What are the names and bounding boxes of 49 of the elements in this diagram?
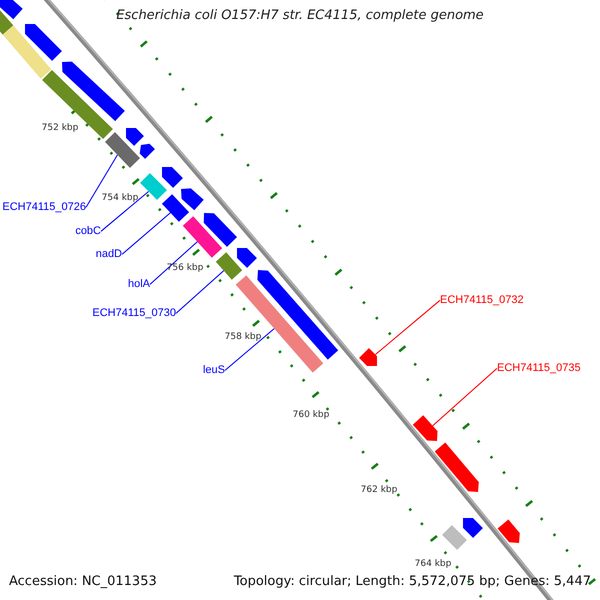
gene-label: leuS xyxy=(202,364,225,377)
title: Escherichia coli O157:H7 str. EC4115, complete genome xyxy=(116,9,484,24)
gene-block xyxy=(162,167,183,188)
gene-bar xyxy=(162,194,190,222)
scale-label: 760 kbp xyxy=(292,410,330,420)
gene-label: cobC xyxy=(75,225,101,238)
gene-label: ECH74115_0726 xyxy=(2,201,86,214)
scale-label: 754 kbp xyxy=(102,192,138,204)
leader-line xyxy=(432,368,498,426)
gene-bar xyxy=(182,216,222,258)
gene-bar xyxy=(105,132,140,168)
leader-line xyxy=(224,328,275,371)
gene-block xyxy=(0,0,23,20)
gene-block xyxy=(62,62,125,122)
genome-info-text: Topology: circular; Length: 5,572,075 bp; Genes: 5,447 xyxy=(234,574,591,590)
scale-label: 752 kbp xyxy=(42,122,78,134)
gene-label: nadD xyxy=(96,248,122,261)
scale-label: 764 kbp xyxy=(414,558,452,570)
gene-block xyxy=(126,128,144,146)
gene-bar xyxy=(2,25,52,79)
gene-label: ECH74115_0730 xyxy=(92,307,176,320)
gene-label: holA xyxy=(128,278,150,291)
gene-block xyxy=(498,520,520,543)
leader-line xyxy=(100,190,150,232)
scale-label: 762 kbp xyxy=(360,484,398,496)
gene-block xyxy=(434,442,479,492)
leader-line xyxy=(374,300,440,356)
gene-block xyxy=(204,213,237,247)
scale-label: 756 kbp xyxy=(166,262,204,274)
gene-block xyxy=(463,518,483,538)
leader-line xyxy=(86,154,118,208)
scale-label: 758 kbp xyxy=(224,332,262,342)
gene-block xyxy=(181,188,204,210)
gene-block xyxy=(359,348,377,366)
gene-label: ECH74115_0735 xyxy=(497,362,581,375)
gene-bar xyxy=(216,252,242,280)
gene-block xyxy=(412,415,438,441)
gene-bar xyxy=(0,9,14,35)
gene-bar xyxy=(442,525,467,550)
gene-block xyxy=(237,248,257,268)
gene-label: ECH74115_0732 xyxy=(440,294,524,307)
accession-text: Accession: NC_011353 xyxy=(9,574,157,590)
leader-line xyxy=(176,270,224,314)
leader-line xyxy=(122,212,171,255)
gene-bar xyxy=(140,173,167,200)
gene-bar xyxy=(42,70,113,139)
leader-line xyxy=(150,241,198,285)
gene-block xyxy=(25,24,62,61)
gene-block xyxy=(140,144,155,159)
